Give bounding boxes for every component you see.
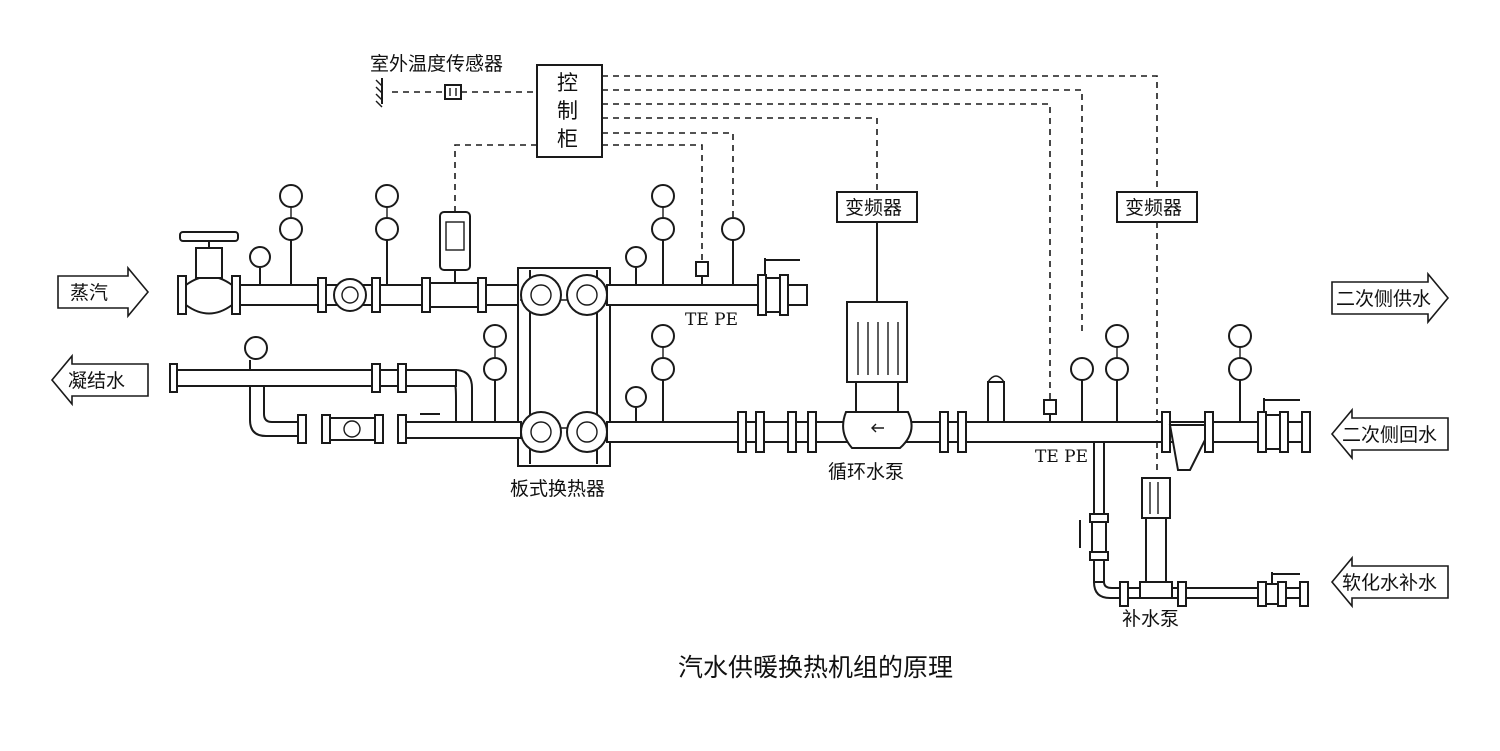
softened-makeup-label: 软化水补水: [1342, 572, 1437, 594]
secondary-supply-pipe: [606, 184, 808, 316]
diagram-title: 汽水供暖换热机组的原理: [678, 653, 953, 682]
secondary-supply-arrow: 二次侧供水: [1331, 271, 1450, 325]
steam-pipe: [177, 211, 521, 315]
outdoor-sensor-label: 室外温度传感器: [370, 53, 503, 75]
condensate-pipe: [169, 336, 522, 444]
circ-pump-label: 循环水泵: [828, 461, 904, 483]
vfd-1: 变频器: [836, 191, 918, 223]
makeup-branch-pipe: [1079, 441, 1309, 607]
control-signal-lines: [392, 75, 1158, 470]
condensate-label: 凝结水: [68, 370, 125, 392]
condensate-outlet-arrow: 凝结水: [50, 353, 149, 407]
vfd-2: 变频器: [1116, 191, 1198, 223]
outdoor-temperature-sensor: [375, 78, 462, 108]
steam-inlet-arrow: 蒸汽: [57, 265, 150, 319]
secondary-return-label: 二次侧回水: [1342, 424, 1437, 446]
circulation-pump: [842, 301, 913, 449]
te-pe-bottom-label: TE PE: [1035, 447, 1088, 467]
secondary-return-pipe: [606, 324, 1311, 471]
control-cabinet: 控 制 柜: [536, 64, 603, 158]
makeup-pump-label: 补水泵: [1122, 608, 1179, 630]
softened-makeup-arrow: 软化水补水: [1330, 555, 1449, 609]
steam-label: 蒸汽: [70, 282, 108, 304]
secondary-supply-label: 二次侧供水: [1336, 288, 1431, 310]
control-cabinet-char-1: 控: [557, 71, 578, 95]
hx-lower-instruments: [483, 324, 675, 422]
steam-line-gauges: [249, 184, 399, 285]
control-cabinet-char-2: 制: [557, 99, 578, 123]
plate-heat-exchanger: [517, 267, 611, 467]
plate-hx-label: 板式换热器: [510, 478, 605, 500]
vfd-1-label: 变频器: [845, 197, 902, 219]
control-cabinet-char-3: 柜: [557, 127, 578, 151]
secondary-return-arrow: 二次侧回水: [1330, 407, 1449, 461]
makeup-pump: [1139, 477, 1173, 599]
vfd-2-label: 变频器: [1125, 197, 1182, 219]
te-pe-top-label: TE PE: [685, 310, 738, 330]
